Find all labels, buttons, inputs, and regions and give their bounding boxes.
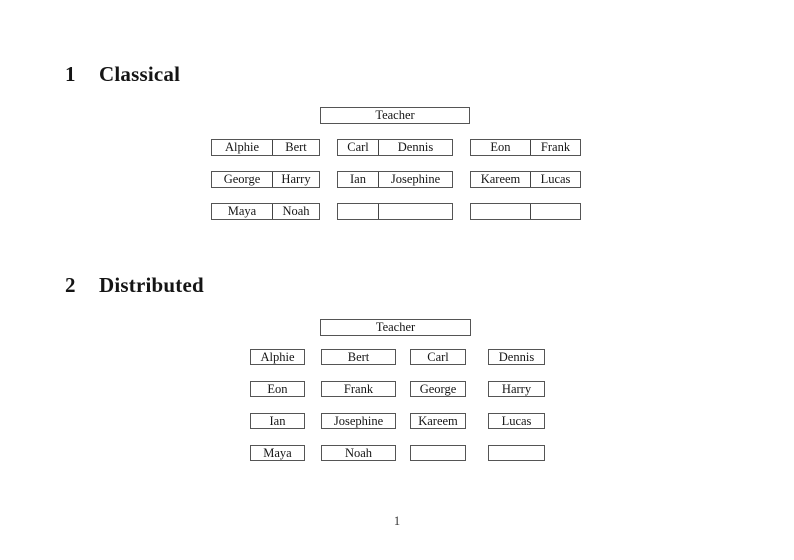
seat-cell: Ian [338, 172, 379, 187]
seat-box: Harry [488, 381, 545, 397]
seat-box: Eon [250, 381, 305, 397]
seat-box: Dennis [488, 349, 545, 365]
seat-cell [471, 204, 531, 219]
section-heading-distributed: 2 Distributed [65, 274, 204, 297]
seat-cell: Maya [212, 204, 273, 219]
seat-box: Lucas [488, 413, 545, 429]
seat-box: Kareem [410, 413, 466, 429]
section-title: Classical [99, 62, 181, 86]
desk: Carl Dennis [337, 139, 453, 156]
seat-box: Maya [250, 445, 305, 461]
seat-cell [338, 204, 379, 219]
page-number: 1 [393, 514, 401, 528]
desk: Eon Frank [470, 139, 581, 156]
seat-cell: Josephine [390, 172, 441, 186]
teacher-box: Teacher [320, 107, 470, 124]
seat-cell [379, 204, 452, 219]
section-number: 2 [65, 273, 76, 297]
desk: Kareem Lucas [470, 171, 581, 188]
seat-cell: Frank [540, 140, 571, 154]
seat-box: Carl [410, 349, 466, 365]
section-heading-classical: 1 Classical [65, 63, 180, 86]
seat-box: Noah [321, 445, 396, 461]
seat-cell: Eon [471, 140, 531, 155]
seat-cell: George [212, 172, 273, 187]
teacher-box: Teacher [320, 319, 471, 336]
desk-empty [470, 203, 581, 220]
seat-box: Josephine [321, 413, 396, 429]
desk: Ian Josephine [337, 171, 453, 188]
seat-box-empty [488, 445, 545, 461]
seat-cell: Lucas [540, 172, 571, 186]
seat-box: George [410, 381, 466, 397]
desk-empty [337, 203, 453, 220]
seat-cell: Kareem [471, 172, 531, 187]
seat-cell: Noah [282, 204, 310, 218]
seat-box: Frank [321, 381, 396, 397]
seat-box-empty [410, 445, 466, 461]
seat-cell: Dennis [397, 140, 434, 154]
desk: Maya Noah [211, 203, 320, 220]
seat-box: Ian [250, 413, 305, 429]
section-number: 1 [65, 62, 76, 86]
seat-cell: Harry [281, 172, 311, 186]
seat-cell [531, 204, 580, 219]
section-title: Distributed [99, 273, 204, 297]
seat-cell: Alphie [212, 140, 273, 155]
seat-cell: Bert [285, 140, 307, 154]
desk: Alphie Bert [211, 139, 320, 156]
seat-box: Bert [321, 349, 396, 365]
seat-box: Alphie [250, 349, 305, 365]
seat-cell: Carl [338, 140, 379, 155]
desk: George Harry [211, 171, 320, 188]
